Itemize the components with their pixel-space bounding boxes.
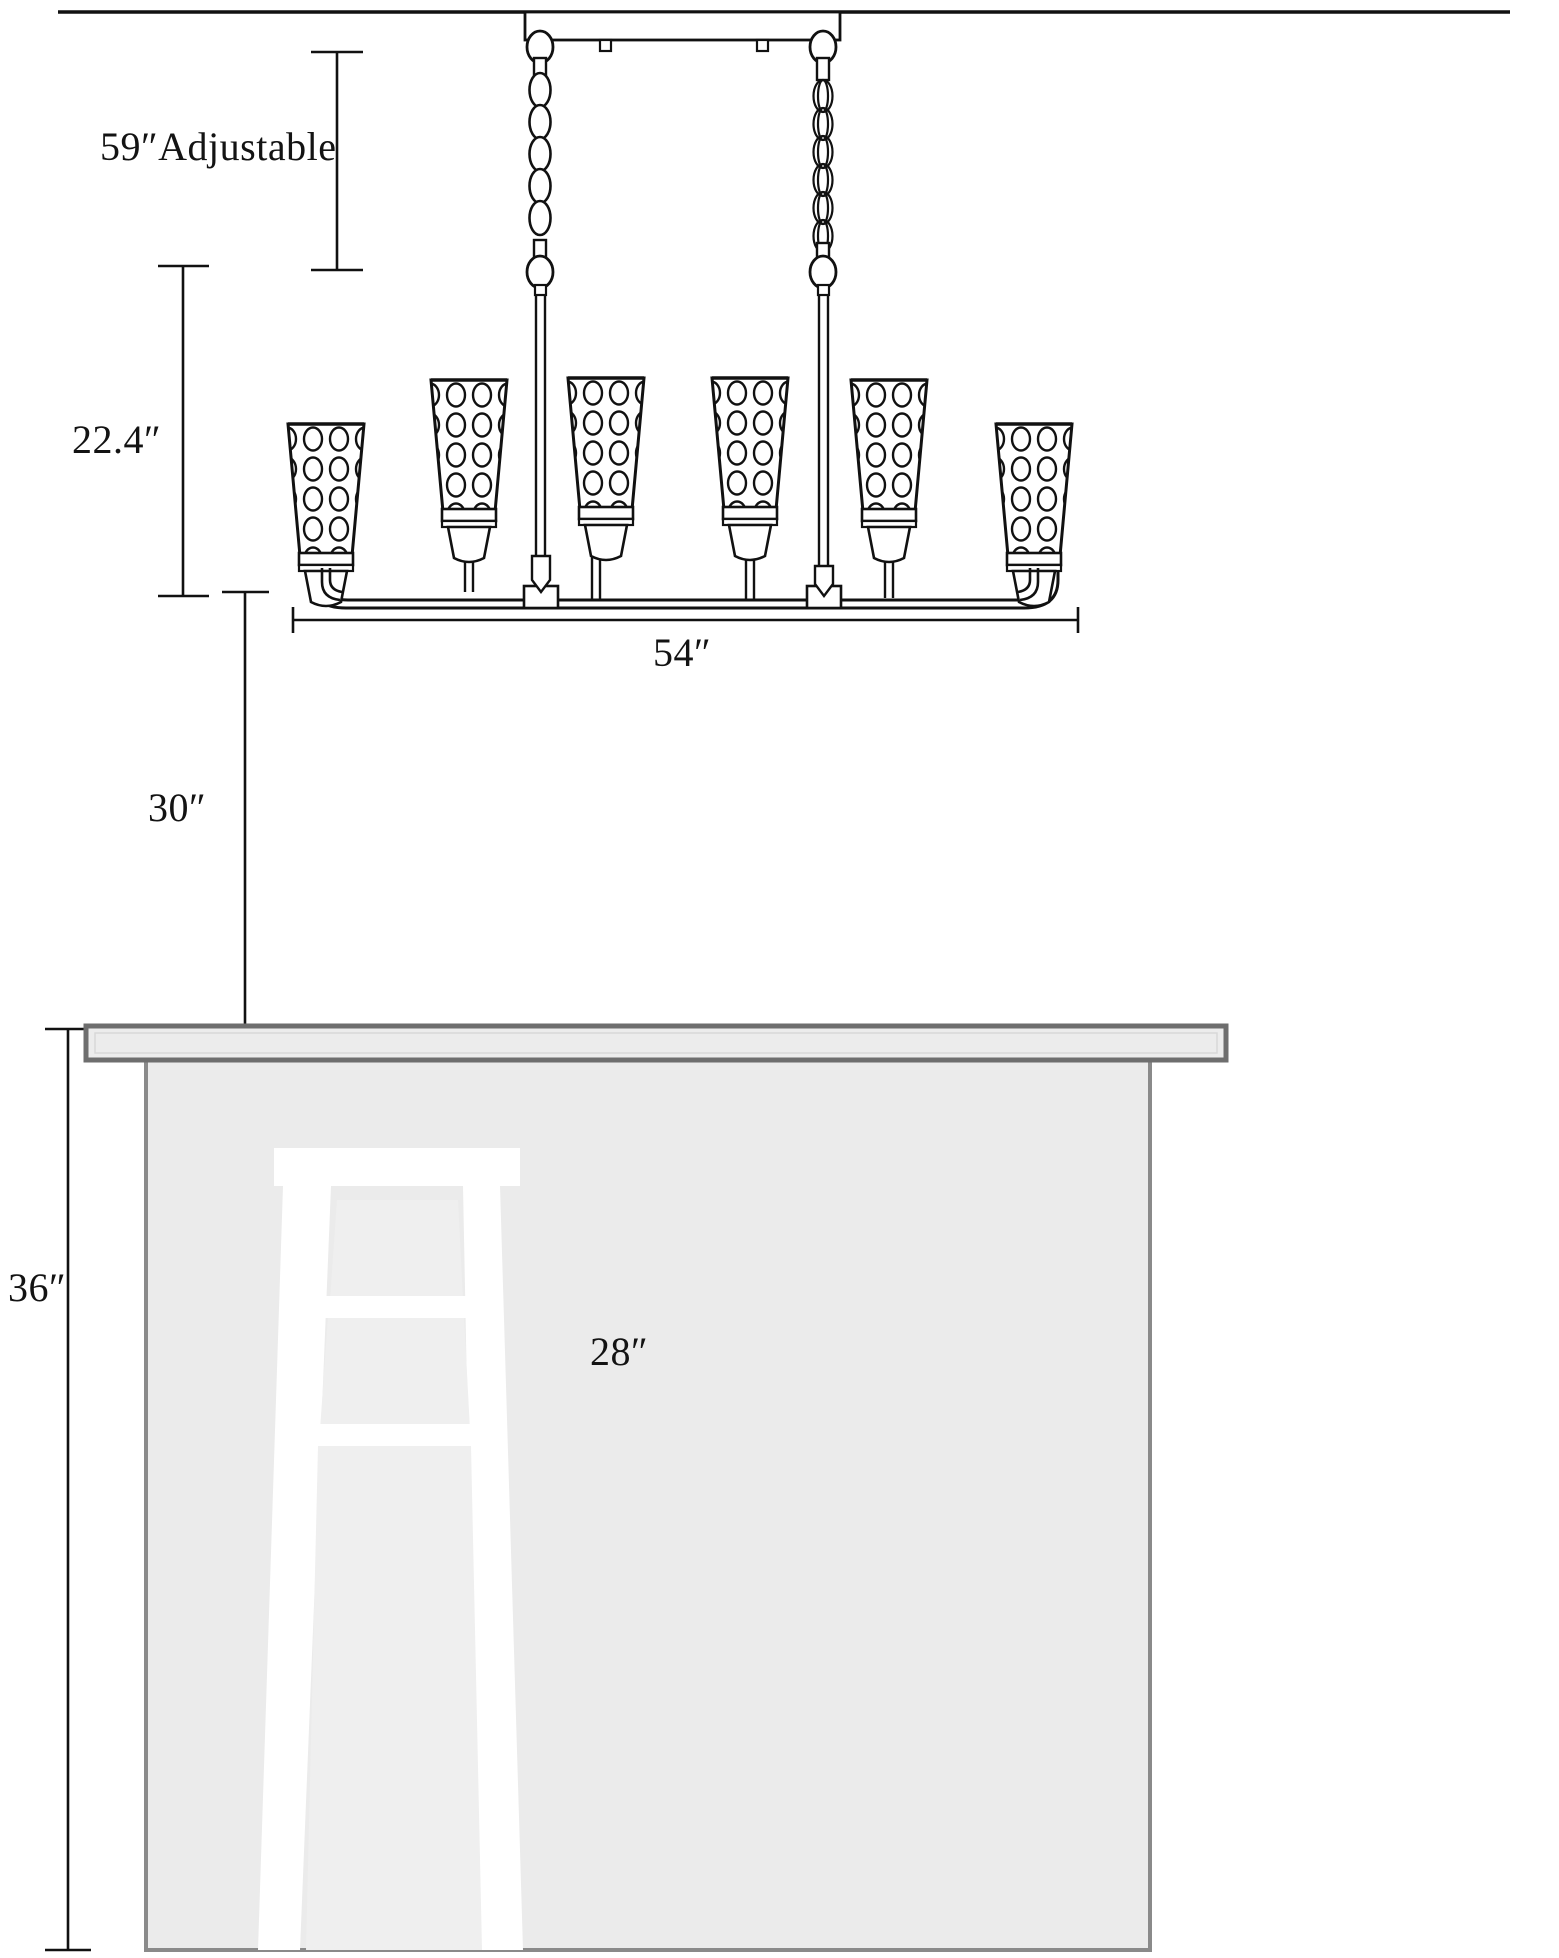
stool-panel-mid — [320, 1316, 470, 1430]
shade-5 — [849, 378, 929, 564]
dimension-label-drop: 59″Adjustable — [100, 124, 337, 169]
dimension-line-hang-height — [222, 590, 269, 1034]
island-countertop — [83, 1023, 1229, 1063]
stool-panel-upper — [330, 1200, 463, 1300]
shade-2 — [429, 378, 509, 564]
stool-rung-lower — [294, 1424, 484, 1446]
arm-stem-collar-left — [522, 554, 560, 610]
dimension-label-fixture-width: 54″ — [653, 630, 712, 675]
stool-rung-upper — [300, 1296, 478, 1318]
dimension-label-stool-height: 28″ — [590, 1329, 649, 1374]
chain-left — [525, 29, 555, 556]
dimension-line-fixture-width — [291, 607, 1080, 633]
shade-4 — [710, 376, 790, 562]
stool-panel-lower — [306, 1446, 482, 1950]
bar-stool — [258, 1148, 523, 1950]
fixture-arm-bar — [310, 552, 1060, 610]
dimension-line-counter-height — [45, 1027, 91, 1952]
dimension-label-counter-height: 36″ — [8, 1265, 67, 1310]
shade-6 — [994, 422, 1074, 608]
dimension-line-fixture-height — [158, 264, 209, 598]
ceiling-canopy — [523, 10, 842, 53]
chain-right — [808, 29, 838, 566]
shade-3 — [566, 376, 646, 562]
dimension-label-hang-height: 30″ — [148, 785, 207, 830]
outer-arms — [320, 568, 1040, 602]
arm-stem-collar-right — [805, 564, 843, 610]
stool-seat — [274, 1148, 520, 1186]
dimension-label-fixture-height: 22.4″ — [72, 417, 162, 462]
shade-1 — [286, 422, 366, 608]
dimension-line-drop — [311, 50, 363, 272]
